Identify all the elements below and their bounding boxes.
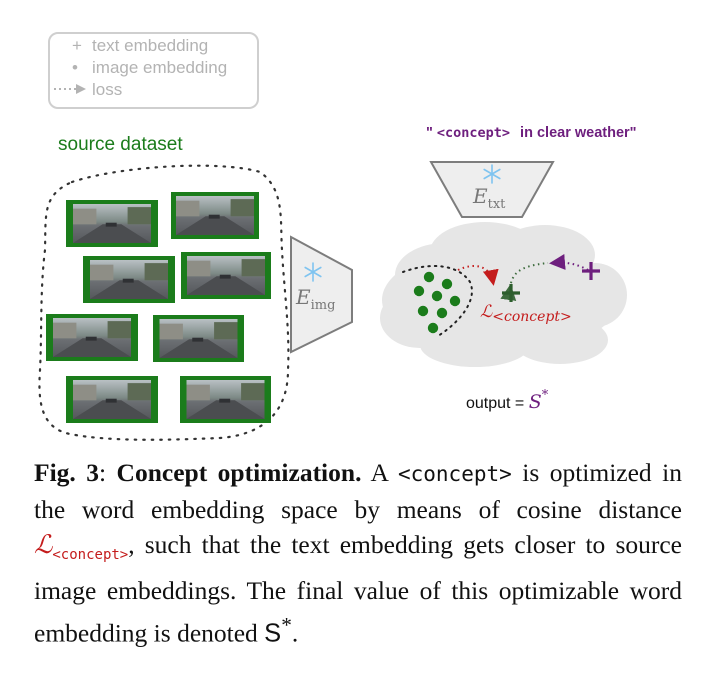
- loss-symbol: ℒ: [34, 530, 53, 560]
- prompt-text: "<concept> in clear weather": [426, 125, 637, 141]
- loss-arrow-icon: [457, 265, 499, 286]
- embedding-space-cloud: [380, 222, 627, 367]
- caption-text: is optimized in the word embedding space…: [34, 458, 682, 524]
- concept-optimization-figure: + text embedding • image embedding loss …: [38, 32, 637, 441]
- loss-label: ℒ<concept>: [480, 302, 572, 325]
- loss-subscript: <concept>: [52, 547, 129, 564]
- legend-image-embedding: image embedding: [92, 58, 227, 77]
- image-encoder: Eimg: [290, 235, 353, 354]
- street-image: [66, 376, 158, 423]
- street-image: [66, 200, 158, 247]
- initial-text-embedding-plus-icon: [582, 262, 600, 280]
- caption-text: , such that the text embedding gets clos…: [34, 530, 682, 648]
- legend-symbol-plus: +: [72, 36, 82, 55]
- text-encoder: Etxt: [429, 161, 555, 218]
- figure-caption: Fig. 3: Concept optimization. A <concept…: [34, 455, 682, 652]
- source-dataset-label: source dataset: [58, 134, 183, 155]
- street-image: [46, 314, 138, 361]
- snowflake-icon: [304, 262, 322, 282]
- caption-end: .: [291, 618, 299, 648]
- street-image: [171, 192, 259, 239]
- street-image: [83, 256, 175, 303]
- caption-text: A: [361, 458, 398, 487]
- image-encoder-label: Eimg: [295, 285, 335, 313]
- dataset-images: [46, 192, 271, 423]
- output-superscript: *: [281, 613, 292, 638]
- text-encoder-label: Etxt: [472, 184, 506, 212]
- concept-token: <concept>: [397, 462, 512, 486]
- street-image: [181, 252, 271, 299]
- street-image: [180, 376, 271, 423]
- dataset-dotted-outline: [38, 164, 290, 441]
- output-label: output = S*: [466, 388, 549, 413]
- figure-number: Fig. 3: [34, 458, 99, 487]
- optimized-text-embedding-plus-icon: [502, 284, 520, 302]
- legend-loss: loss: [92, 80, 122, 99]
- output-symbol: S: [264, 619, 282, 648]
- snowflake-icon: [483, 164, 501, 184]
- caption-colon: :: [99, 458, 117, 487]
- image-embedding-cluster: [402, 265, 473, 337]
- street-image: [153, 315, 244, 362]
- legend-box: + text embedding • image embedding loss: [48, 32, 259, 109]
- legend-symbol-dot: •: [72, 58, 78, 77]
- legend-loss-arrow-icon: [54, 84, 86, 94]
- caption-title: Concept optimization.: [116, 458, 362, 487]
- legend-text-embedding: text embedding: [92, 36, 208, 55]
